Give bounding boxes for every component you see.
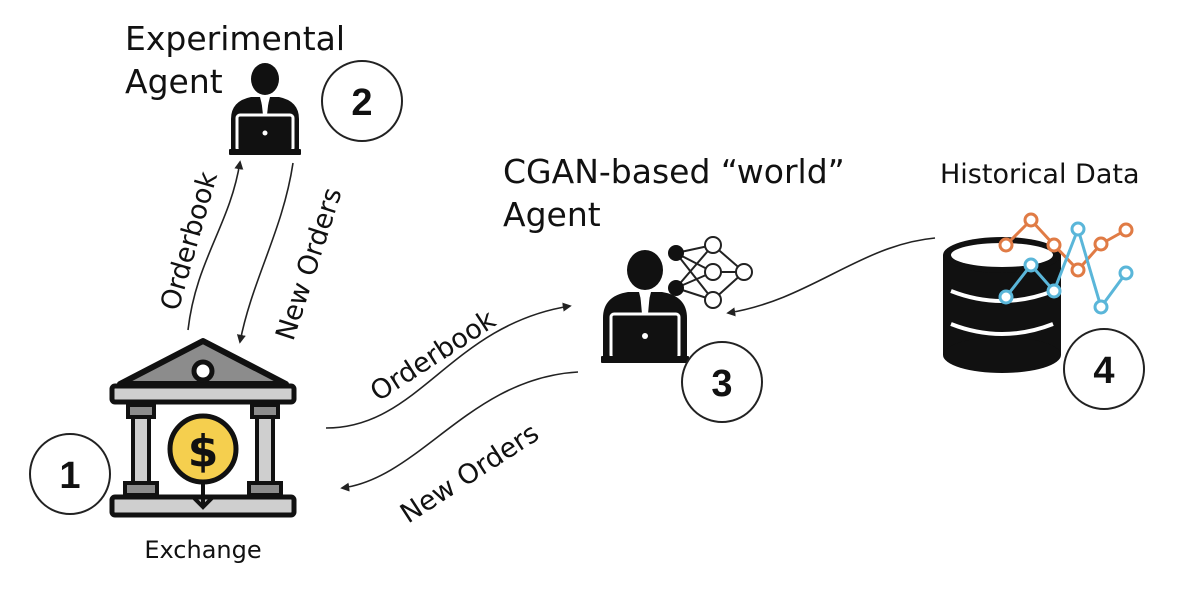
orderbook-flow-to-experimental bbox=[187, 160, 244, 331]
badge-1: 1 bbox=[29, 433, 111, 515]
historical-data-flow-to-world-agent bbox=[726, 237, 936, 317]
badge-4: 4 bbox=[1063, 328, 1145, 410]
new-orders-label-lower: New Orders bbox=[395, 418, 545, 530]
badge-2: 2 bbox=[321, 60, 403, 142]
experimental-agent-label-line2: Agent bbox=[125, 62, 223, 101]
experimental-agent-label: Experimental Agent bbox=[125, 19, 345, 101]
new-orders-flow-to-exchange bbox=[236, 162, 294, 344]
new-orders-flow-to-exchange-lower bbox=[340, 371, 579, 492]
database-icon bbox=[943, 237, 1061, 373]
badge-4-number: 4 bbox=[1093, 350, 1114, 392]
person-at-laptop-icon bbox=[601, 250, 689, 363]
experimental-agent-label-line1: Experimental bbox=[125, 19, 345, 58]
bank-dollar-icon: $ bbox=[109, 338, 297, 518]
person-at-laptop-icon bbox=[229, 63, 301, 155]
badge-1-number: 1 bbox=[59, 455, 80, 497]
world-agent-label-line2: Agent bbox=[503, 195, 601, 234]
exchange-label: Exchange bbox=[144, 536, 261, 564]
world-agent-label-line1: CGAN-based “world” bbox=[503, 152, 845, 191]
orderbook-flow-to-world-agent bbox=[325, 302, 572, 429]
neural-network-icon bbox=[668, 236, 753, 309]
badge-3-number: 3 bbox=[711, 363, 732, 405]
badge-2-number: 2 bbox=[351, 82, 372, 124]
orderbook-label-lower: Orderbook bbox=[365, 304, 502, 408]
dollar-sign-icon: $ bbox=[188, 426, 219, 477]
badge-3: 3 bbox=[681, 341, 763, 423]
trend-lines-icon bbox=[998, 212, 1134, 315]
world-agent-label: CGAN-based “world” Agent bbox=[503, 152, 845, 234]
historical-data-label: Historical Data bbox=[940, 159, 1140, 190]
new-orders-label-upper: New Orders bbox=[270, 184, 348, 344]
